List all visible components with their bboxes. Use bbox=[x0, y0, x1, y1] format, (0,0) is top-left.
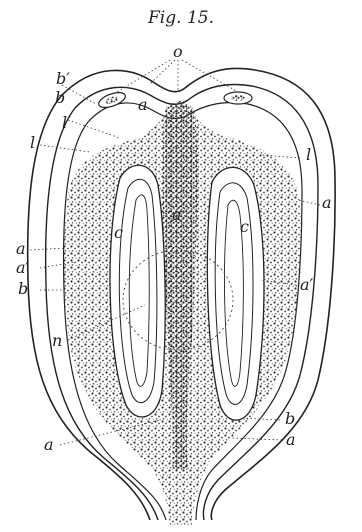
right-lens-c bbox=[207, 167, 264, 420]
left-lens-c bbox=[110, 165, 165, 417]
label-b-left: b bbox=[18, 279, 28, 298]
label-c-right: c bbox=[240, 217, 249, 236]
label-l-prime: l′ bbox=[62, 113, 71, 132]
label-a-bottom: a bbox=[44, 435, 54, 454]
label-b-prime: b′ bbox=[56, 69, 70, 88]
label-b-lower: b bbox=[285, 409, 295, 428]
label-a-prime-right: a′ bbox=[300, 275, 314, 294]
label-l-left: l bbox=[30, 133, 35, 152]
label-a-prime-left: a′ bbox=[16, 258, 30, 277]
label-a-right-upper: a bbox=[322, 193, 332, 212]
label-a-top: a bbox=[138, 95, 148, 114]
label-c-left: c bbox=[114, 223, 123, 242]
label-a-lower-right: a bbox=[286, 430, 296, 449]
label-l-right: l bbox=[306, 145, 311, 164]
label-a-center: a bbox=[172, 205, 182, 224]
label-a-left: a bbox=[16, 239, 26, 258]
label-b-upper: b bbox=[55, 88, 65, 107]
label-o: o bbox=[173, 42, 183, 61]
label-n: n bbox=[52, 331, 62, 350]
